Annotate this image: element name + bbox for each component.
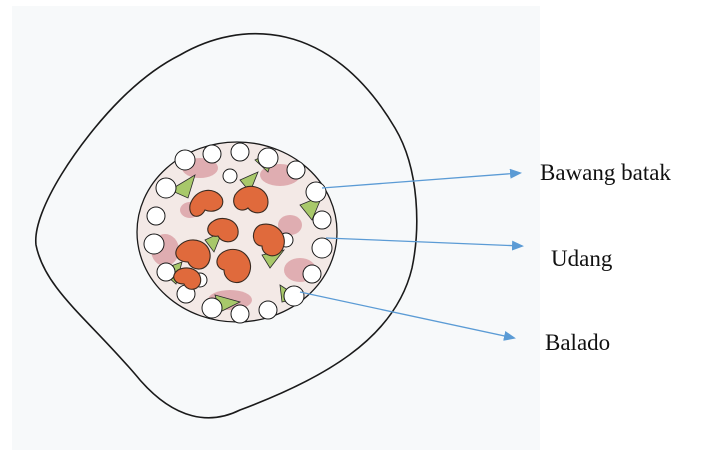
label-balado: Balado — [545, 330, 610, 356]
pointer-arrow-bawang-batak — [322, 173, 520, 188]
pointer-arrow-balado — [300, 292, 514, 338]
pointer-arrow-udang — [326, 238, 522, 246]
label-bawang-batak: Bawang batak — [540, 160, 671, 186]
label-udang: Udang — [551, 246, 612, 272]
